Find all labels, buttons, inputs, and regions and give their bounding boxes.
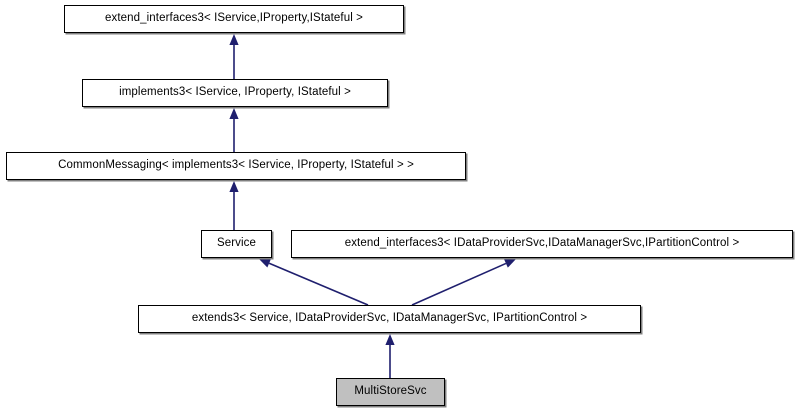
inheritance-arrow bbox=[411, 259, 516, 306]
inheritance-arrow bbox=[229, 108, 239, 152]
class-node-multistoresvc[interactable]: MultiStoreSvc bbox=[336, 378, 445, 406]
class-node-label: MultiStoreSvc bbox=[354, 385, 427, 398]
class-node-label: CommonMessaging< implements3< IService, … bbox=[58, 159, 414, 172]
inheritance-arrow bbox=[229, 181, 239, 230]
class-node-common_messaging[interactable]: CommonMessaging< implements3< IService, … bbox=[6, 152, 466, 180]
arrow-shaft bbox=[268, 262, 369, 306]
arrow-shaft bbox=[411, 262, 507, 306]
arrow-head-icon bbox=[259, 259, 271, 268]
class-node-label: extends3< Service, IDataProviderSvc, IDa… bbox=[191, 312, 588, 325]
arrow-head-icon bbox=[504, 259, 516, 268]
class-node-extend_interfaces3_data[interactable]: extend_interfaces3< IDataProviderSvc,IDa… bbox=[291, 230, 793, 258]
class-node-service[interactable]: Service bbox=[201, 230, 272, 258]
class-node-label: Service bbox=[216, 237, 257, 250]
class-node-extend_interfaces3_service[interactable]: extend_interfaces3< IService,IProperty,I… bbox=[64, 5, 404, 33]
inheritance-arrow bbox=[259, 259, 369, 306]
arrow-head-icon bbox=[229, 181, 239, 192]
class-node-label: extend_interfaces3< IService,IProperty,I… bbox=[105, 12, 363, 25]
class-node-extends3[interactable]: extends3< Service, IDataProviderSvc, IDa… bbox=[138, 305, 641, 333]
arrow-head-icon bbox=[385, 334, 395, 345]
arrow-head-icon bbox=[229, 34, 239, 45]
class-node-label: implements3< IService, IProperty, IState… bbox=[119, 86, 351, 99]
inheritance-arrow bbox=[229, 34, 239, 79]
arrow-head-icon bbox=[229, 108, 239, 119]
class-node-label: extend_interfaces3< IDataProviderSvc,IDa… bbox=[344, 237, 740, 250]
class-node-implements3[interactable]: implements3< IService, IProperty, IState… bbox=[82, 79, 388, 107]
inheritance-arrow bbox=[385, 334, 395, 378]
